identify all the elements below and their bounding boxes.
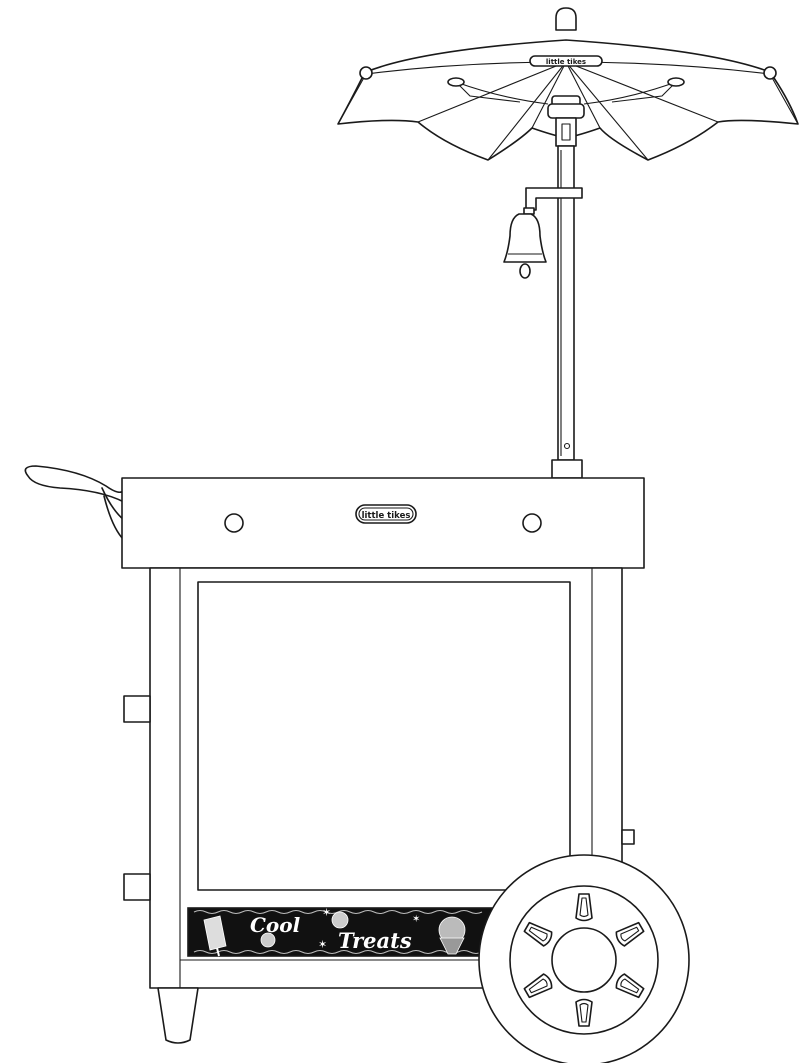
top-box-knob-left: [224, 513, 244, 533]
star-icon: ✶: [318, 938, 327, 951]
umbrella-rib: [565, 61, 649, 161]
umbrella-hub: [547, 103, 585, 119]
side-latch-lower: [123, 873, 151, 901]
umbrella-hub-sleeve: [555, 117, 577, 147]
wheel-slot-inner: [579, 1002, 589, 1023]
umbrella-strut: [611, 81, 677, 103]
umbrella-rib: [417, 61, 567, 123]
banner-text-line2: Treats: [338, 928, 412, 953]
citrus-slice-icon: [260, 932, 276, 948]
bell-icon: [503, 213, 547, 263]
cart-wheel: [478, 854, 690, 1063]
wheel-slots: [523, 893, 645, 1027]
cart-logo-badge: [355, 504, 417, 524]
cabinet-door-panel: [197, 581, 571, 891]
star-icon: ✶: [322, 906, 331, 919]
wheel-slot-inner: [528, 926, 548, 942]
ice-cream-cone-icon: [439, 937, 465, 955]
umbrella-strut-cap: [447, 77, 465, 87]
umbrella-strut: [455, 81, 549, 105]
banner-wave-bottom: [193, 950, 483, 954]
cart-top-box: little tikes: [121, 477, 645, 569]
popsicle-icon: [203, 915, 227, 951]
cart-handle: [24, 465, 125, 541]
cart-logo-badge-inner: [358, 507, 414, 521]
umbrella-tip-cap: [359, 66, 373, 80]
umbrella-rib: [565, 61, 719, 123]
wheel-slot-inner: [528, 978, 548, 994]
pole-socket: [551, 459, 583, 479]
umbrella-finial: [555, 7, 577, 31]
right-side-clip: [621, 829, 635, 845]
bell-clapper: [519, 263, 531, 279]
umbrella-rib: [337, 73, 367, 125]
wheel-slot-inner: [620, 978, 640, 994]
cart-logo-text: little tikes: [362, 511, 411, 521]
bell-hanger: [523, 207, 535, 215]
pole-assembly: [503, 145, 583, 479]
wheel-slot-inner: [579, 897, 589, 918]
cool-treats-banner: ✶ ✶ ✶ Cool Treats: [187, 906, 495, 957]
umbrella: little tikes: [337, 7, 799, 161]
umbrella-strut-cap: [667, 77, 685, 87]
umbrella-tip-cap: [763, 66, 777, 80]
umbrella-hub-slot: [561, 123, 571, 141]
umbrella-strut: [455, 81, 521, 103]
umbrella-logo-text: little tikes: [546, 58, 586, 66]
umbrella-logo-badge: [529, 55, 603, 67]
umbrella-strut: [583, 81, 677, 105]
citrus-slice-icon: [331, 911, 349, 929]
umbrella-rib: [565, 61, 601, 129]
wheel-slot-inner: [620, 926, 640, 942]
wheel-hub: [551, 927, 617, 993]
pole-pin-hole: [563, 442, 571, 450]
cart-leg: [157, 987, 199, 1044]
star-icon: ✶: [412, 914, 420, 925]
top-box-knob-right: [522, 513, 542, 533]
banner-text-line1: Cool: [250, 913, 301, 937]
umbrella-rib: [769, 73, 799, 125]
side-latch-upper: [123, 695, 151, 723]
handle-grip: [24, 465, 125, 503]
umbrella-rib: [487, 61, 567, 161]
popsicle-stick: [216, 947, 220, 957]
umbrella-rib: [531, 61, 567, 129]
